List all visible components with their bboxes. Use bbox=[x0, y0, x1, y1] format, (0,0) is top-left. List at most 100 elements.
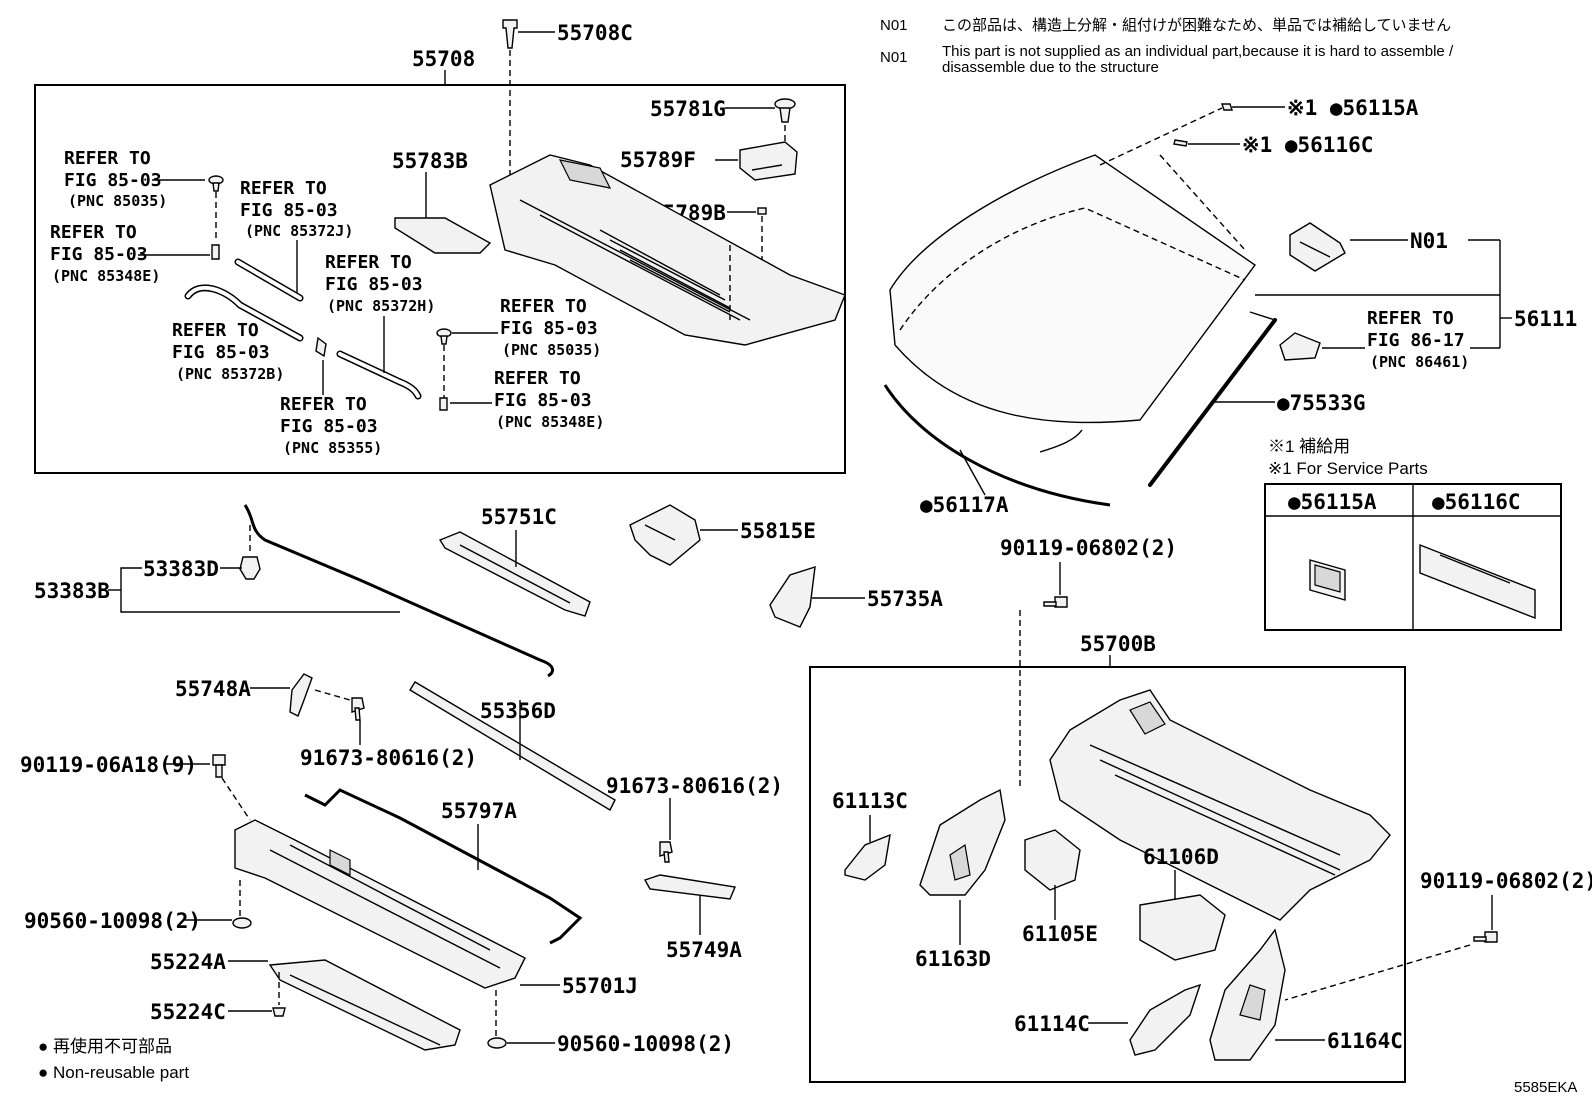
label-90119-06802-b[interactable]: 90119-06802(2) bbox=[1420, 869, 1592, 893]
part-90119-06802-bolt-b[interactable] bbox=[1473, 931, 1498, 943]
label-55224c[interactable]: 55224C bbox=[150, 1000, 226, 1024]
label-90119-06802-a[interactable]: 90119-06802(2) bbox=[1000, 536, 1177, 560]
refer-6-line2[interactable]: FIG 85-03 bbox=[280, 416, 378, 437]
part-90560-washer-b[interactable] bbox=[487, 1037, 507, 1049]
label-61163d[interactable]: 61163D bbox=[915, 947, 991, 971]
label-56111[interactable]: 56111 bbox=[1514, 307, 1577, 331]
hose-85372b[interactable] bbox=[184, 284, 304, 342]
label-55701j[interactable]: 55701J bbox=[562, 974, 638, 998]
label-61113c[interactable]: 61113C bbox=[832, 789, 908, 813]
label-55735a[interactable]: 55735A bbox=[867, 587, 943, 611]
label-55224a[interactable]: 55224A bbox=[150, 950, 226, 974]
refer-1-line2[interactable]: FIG 85-03 bbox=[64, 170, 162, 191]
fastener-joint-85348e-a[interactable] bbox=[211, 244, 220, 260]
part-55701j-cowl-panel[interactable] bbox=[234, 819, 526, 989]
refer-2-line2[interactable]: FIG 85-03 bbox=[240, 200, 338, 221]
label-53383d[interactable]: 53383D bbox=[143, 557, 219, 581]
label-n01[interactable]: N01 bbox=[1410, 229, 1448, 253]
note-n01-code-en: N01 bbox=[880, 49, 908, 66]
part-56116c-piece[interactable] bbox=[1173, 139, 1188, 147]
part-55749a-bracket[interactable] bbox=[643, 874, 736, 900]
part-55789f-bracket[interactable] bbox=[739, 141, 798, 181]
fastener-joint-85348e-b[interactable] bbox=[439, 397, 448, 411]
label-75533g[interactable]: ●75533G bbox=[1277, 391, 1366, 415]
part-53383d-clip[interactable] bbox=[239, 556, 261, 580]
part-55751c-bracket[interactable] bbox=[438, 531, 591, 617]
group-box-55708 bbox=[34, 84, 846, 474]
refer-3-line1: REFER TO bbox=[50, 222, 137, 243]
label-56116c[interactable]: ※1 ●56116C bbox=[1242, 133, 1373, 157]
label-55708[interactable]: 55708 bbox=[412, 47, 475, 71]
label-55356d[interactable]: 55356D bbox=[480, 699, 556, 723]
label-55749a[interactable]: 55749A bbox=[666, 938, 742, 962]
refer-1-pnc: (PNC 85035) bbox=[68, 192, 167, 210]
label-90560-a[interactable]: 90560-10098(2) bbox=[24, 909, 201, 933]
label-55781g[interactable]: 55781G bbox=[650, 97, 726, 121]
part-55797a-seal[interactable] bbox=[304, 788, 583, 945]
part-61105e-bracket[interactable] bbox=[1024, 829, 1081, 891]
fastener-clip-85035-b[interactable] bbox=[436, 328, 452, 345]
part-cowl-structure[interactable] bbox=[1049, 689, 1391, 921]
part-cowl-top-grille[interactable] bbox=[489, 154, 846, 346]
part-61114c-bracket[interactable] bbox=[1129, 983, 1202, 1056]
refer-3-line2[interactable]: FIG 85-03 bbox=[50, 244, 148, 265]
part-55224a-panel[interactable] bbox=[268, 959, 461, 1051]
refer-5-line2[interactable]: FIG 85-03 bbox=[172, 342, 270, 363]
part-55735a-bracket[interactable] bbox=[769, 565, 816, 628]
fastener-clip-85035-a[interactable] bbox=[208, 175, 224, 192]
part-91673-bolt-b[interactable] bbox=[659, 841, 673, 863]
label-55797a[interactable]: 55797A bbox=[441, 799, 517, 823]
part-61164c-pillar[interactable] bbox=[1209, 928, 1286, 1061]
part-n01-bracket[interactable] bbox=[1289, 222, 1346, 272]
part-55781g-clip[interactable] bbox=[774, 98, 796, 123]
label-61105e[interactable]: 61105E bbox=[1022, 922, 1098, 946]
refer-7-line2[interactable]: FIG 85-03 bbox=[500, 318, 598, 339]
part-86461-sensor[interactable] bbox=[1279, 332, 1321, 361]
part-61113c-bracket[interactable] bbox=[844, 833, 891, 881]
hose-85372h[interactable] bbox=[336, 350, 422, 400]
label-55789f[interactable]: 55789F bbox=[620, 148, 696, 172]
label-61106d[interactable]: 61106D bbox=[1143, 845, 1219, 869]
label-55708c[interactable]: 55708C bbox=[557, 21, 633, 45]
part-90119-06802-bolt-a[interactable] bbox=[1043, 596, 1068, 608]
part-55815e-bracket[interactable] bbox=[629, 504, 701, 566]
part-55748a-clip[interactable] bbox=[289, 673, 313, 717]
part-55356d-seal[interactable] bbox=[409, 681, 616, 811]
refer-8-line2[interactable]: FIG 85-03 bbox=[494, 390, 592, 411]
label-61114c[interactable]: 61114C bbox=[1014, 1012, 1090, 1036]
part-61163d-pillar[interactable] bbox=[919, 788, 1006, 896]
label-55748a[interactable]: 55748A bbox=[175, 677, 251, 701]
label-55700b[interactable]: 55700B bbox=[1080, 632, 1156, 656]
refer-4-line2[interactable]: FIG 85-03 bbox=[325, 274, 423, 295]
label-90119-06a18[interactable]: 90119-06A18(9) bbox=[20, 753, 197, 777]
refer-9-line1: REFER TO bbox=[1367, 308, 1454, 329]
hose-85372j[interactable] bbox=[234, 258, 304, 302]
fastener-joint-85355[interactable] bbox=[315, 336, 327, 358]
label-55783b[interactable]: 55783B bbox=[392, 149, 468, 173]
label-61164c[interactable]: 61164C bbox=[1327, 1029, 1403, 1053]
part-91673-bolt-a[interactable] bbox=[351, 697, 365, 721]
part-90560-washer-a[interactable] bbox=[232, 917, 252, 929]
part-56115a-piece[interactable] bbox=[1221, 103, 1233, 111]
part-55708c-clip[interactable] bbox=[502, 19, 518, 49]
refer-9-line2[interactable]: FIG 86-17 bbox=[1367, 330, 1465, 351]
label-90560-b[interactable]: 90560-10098(2) bbox=[557, 1032, 734, 1056]
label-91673-b[interactable]: 91673-80616(2) bbox=[606, 774, 783, 798]
label-56115a[interactable]: ※1 ●56115A bbox=[1287, 96, 1419, 120]
part-55224c-clip[interactable] bbox=[272, 1007, 286, 1017]
label-56117a[interactable]: ●56117A bbox=[920, 493, 1009, 517]
part-windshield-glass[interactable] bbox=[889, 154, 1256, 453]
label-55815e[interactable]: 55815E bbox=[740, 519, 816, 543]
label-55751c[interactable]: 55751C bbox=[481, 505, 557, 529]
part-56117a-strip[interactable] bbox=[883, 384, 1111, 507]
part-61106d-bracket[interactable] bbox=[1139, 894, 1226, 961]
part-55789b[interactable] bbox=[757, 207, 767, 215]
part-55783b-panel[interactable] bbox=[394, 217, 492, 254]
part-53383b-seal[interactable] bbox=[243, 504, 554, 678]
part-75533g-strip[interactable] bbox=[1148, 318, 1277, 487]
table-image-56116c bbox=[1419, 543, 1536, 620]
label-91673-a[interactable]: 91673-80616(2) bbox=[300, 746, 477, 770]
part-90119-06a18-bolt[interactable] bbox=[212, 754, 226, 778]
dash-56115a bbox=[1099, 107, 1223, 166]
label-53383b[interactable]: 53383B bbox=[34, 579, 110, 603]
